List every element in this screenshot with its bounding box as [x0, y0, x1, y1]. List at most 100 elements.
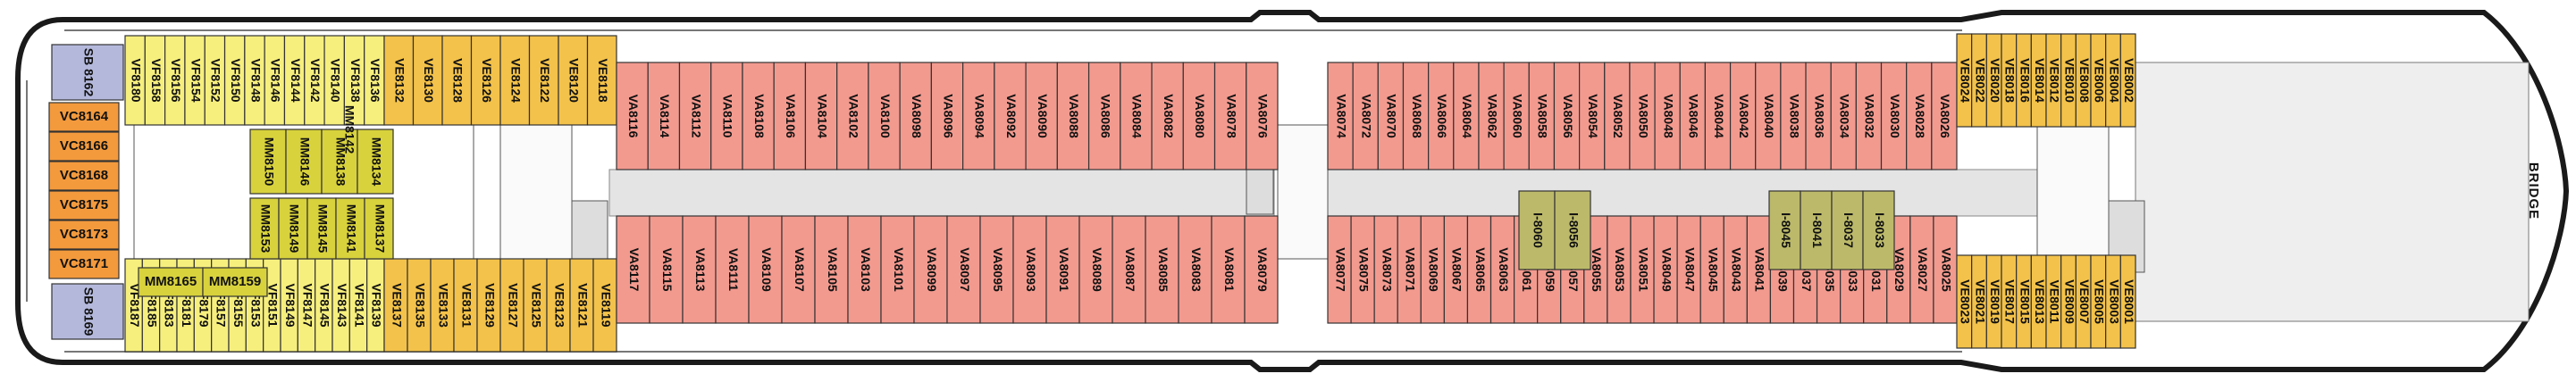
- cabin-ve8127[interactable]: [499, 258, 524, 353]
- cabin-va8110[interactable]: [710, 62, 743, 170]
- cabin-va8027[interactable]: [1909, 215, 1934, 324]
- cabin-va8064[interactable]: [1453, 62, 1480, 170]
- cabin-va8044[interactable]: [1704, 62, 1732, 170]
- cabin-va8083[interactable]: [1178, 215, 1212, 324]
- cabin-va8056[interactable]: [1553, 62, 1581, 170]
- cabin-va8117[interactable]: [616, 215, 650, 324]
- cabin-va8032[interactable]: [1855, 62, 1883, 170]
- cabin-va8077[interactable]: [1327, 215, 1352, 324]
- cabin-va8080[interactable]: [1182, 62, 1216, 170]
- cabin-mm8165[interactable]: [138, 267, 204, 297]
- cabin-va8054[interactable]: [1578, 62, 1606, 170]
- cabin-va8048[interactable]: [1654, 62, 1681, 170]
- cabin-ve8129[interactable]: [476, 258, 501, 353]
- cabin-ve8118[interactable]: [586, 35, 617, 126]
- cabin-va8092[interactable]: [994, 62, 1027, 170]
- cabin-va8089[interactable]: [1078, 215, 1113, 324]
- cabin-va8079[interactable]: [1244, 215, 1279, 324]
- cabin-va8107[interactable]: [781, 215, 816, 324]
- cabin-va8070[interactable]: [1377, 62, 1405, 170]
- cabin-i-8033[interactable]: [1862, 190, 1895, 270]
- cabin-mm8145[interactable]: [306, 197, 337, 260]
- cabin-va8082[interactable]: [1151, 62, 1184, 170]
- cabin-va8043[interactable]: [1723, 215, 1748, 324]
- cabin-va8106[interactable]: [773, 62, 807, 170]
- cabin-va8108[interactable]: [742, 62, 775, 170]
- cabin-va8085[interactable]: [1145, 215, 1179, 324]
- cabin-va8113[interactable]: [682, 215, 717, 324]
- cabin-vc8164[interactable]: [48, 102, 120, 132]
- cabin-vc8171[interactable]: [48, 249, 120, 279]
- cabin-va8060[interactable]: [1503, 62, 1530, 170]
- cabin-mm8150[interactable]: [249, 129, 287, 195]
- cabin-va8097[interactable]: [946, 215, 981, 324]
- cabin-ve8131[interactable]: [453, 258, 478, 353]
- cabin-va8036[interactable]: [1805, 62, 1832, 170]
- cabin-ve8122[interactable]: [528, 35, 559, 126]
- cabin-vc8173[interactable]: [48, 220, 120, 250]
- cabin-ve8120[interactable]: [558, 35, 589, 126]
- cabin-va8075[interactable]: [1350, 215, 1375, 324]
- cabin-mm8134[interactable]: [357, 129, 394, 195]
- cabin-mm8153[interactable]: [249, 197, 280, 260]
- cabin-sb-8162[interactable]: [51, 44, 124, 101]
- cabin-ve8001[interactable]: [2119, 254, 2136, 349]
- cabin-va8086[interactable]: [1087, 62, 1121, 170]
- cabin-vc8168[interactable]: [48, 161, 120, 191]
- cabin-i-8045[interactable]: [1768, 190, 1801, 270]
- cabin-va8063[interactable]: [1489, 215, 1515, 324]
- cabin-va8025[interactable]: [1933, 215, 1958, 324]
- cabin-va8095[interactable]: [979, 215, 1014, 324]
- cabin-sb-8169[interactable]: [51, 283, 124, 340]
- cabin-mm8138[interactable]: [321, 129, 358, 195]
- cabin-va8065[interactable]: [1466, 215, 1492, 324]
- cabin-va8101[interactable]: [880, 215, 915, 324]
- cabin-va8104[interactable]: [804, 62, 838, 170]
- cabin-ve8002[interactable]: [2119, 33, 2136, 128]
- cabin-va8050[interactable]: [1629, 62, 1656, 170]
- cabin-va8099[interactable]: [913, 215, 948, 324]
- cabin-i-8037[interactable]: [1831, 190, 1864, 270]
- cabin-va8049[interactable]: [1653, 215, 1678, 324]
- cabin-va8084[interactable]: [1120, 62, 1153, 170]
- cabin-va8038[interactable]: [1780, 62, 1807, 170]
- cabin-mm8159[interactable]: [202, 267, 268, 297]
- cabin-vc8175[interactable]: [48, 190, 120, 220]
- cabin-va8076[interactable]: [1246, 62, 1279, 170]
- cabin-mm8141[interactable]: [335, 197, 365, 260]
- cabin-va8045[interactable]: [1699, 215, 1724, 324]
- cabin-i-8041[interactable]: [1800, 190, 1833, 270]
- cabin-va8112[interactable]: [678, 62, 712, 170]
- cabin-va8068[interactable]: [1402, 62, 1430, 170]
- cabin-va8114[interactable]: [647, 62, 681, 170]
- cabin-i-8060[interactable]: [1518, 190, 1556, 270]
- cabin-va8078[interactable]: [1213, 62, 1247, 170]
- cabin-va8105[interactable]: [814, 215, 849, 324]
- cabin-va8026[interactable]: [1931, 62, 1958, 170]
- cabin-va8030[interactable]: [1880, 62, 1908, 170]
- cabin-ve8123[interactable]: [546, 258, 571, 353]
- cabin-va8111[interactable]: [715, 215, 750, 324]
- cabin-va8053[interactable]: [1607, 215, 1632, 324]
- cabin-va8028[interactable]: [1906, 62, 1933, 170]
- cabin-va8069[interactable]: [1420, 215, 1445, 324]
- cabin-mm8146[interactable]: [285, 129, 323, 195]
- cabin-va8071[interactable]: [1397, 215, 1422, 324]
- cabin-va8051[interactable]: [1630, 215, 1655, 324]
- cabin-ve8126[interactable]: [470, 35, 501, 126]
- cabin-ve8124[interactable]: [499, 35, 531, 126]
- cabin-va8109[interactable]: [748, 215, 783, 324]
- cabin-va8098[interactable]: [899, 62, 932, 170]
- cabin-va8072[interactable]: [1352, 62, 1379, 170]
- cabin-va8115[interactable]: [649, 215, 684, 324]
- cabin-ve8132[interactable]: [383, 35, 415, 126]
- cabin-va8091[interactable]: [1045, 215, 1080, 324]
- cabin-ve8135[interactable]: [407, 258, 432, 353]
- cabin-va8062[interactable]: [1478, 62, 1505, 170]
- cabin-ve8137[interactable]: [383, 258, 408, 353]
- cabin-vc8166[interactable]: [48, 131, 120, 162]
- cabin-va8100[interactable]: [868, 62, 901, 170]
- cabin-i-8056[interactable]: [1554, 190, 1591, 270]
- cabin-va8034[interactable]: [1830, 62, 1857, 170]
- cabin-va8090[interactable]: [1025, 62, 1058, 170]
